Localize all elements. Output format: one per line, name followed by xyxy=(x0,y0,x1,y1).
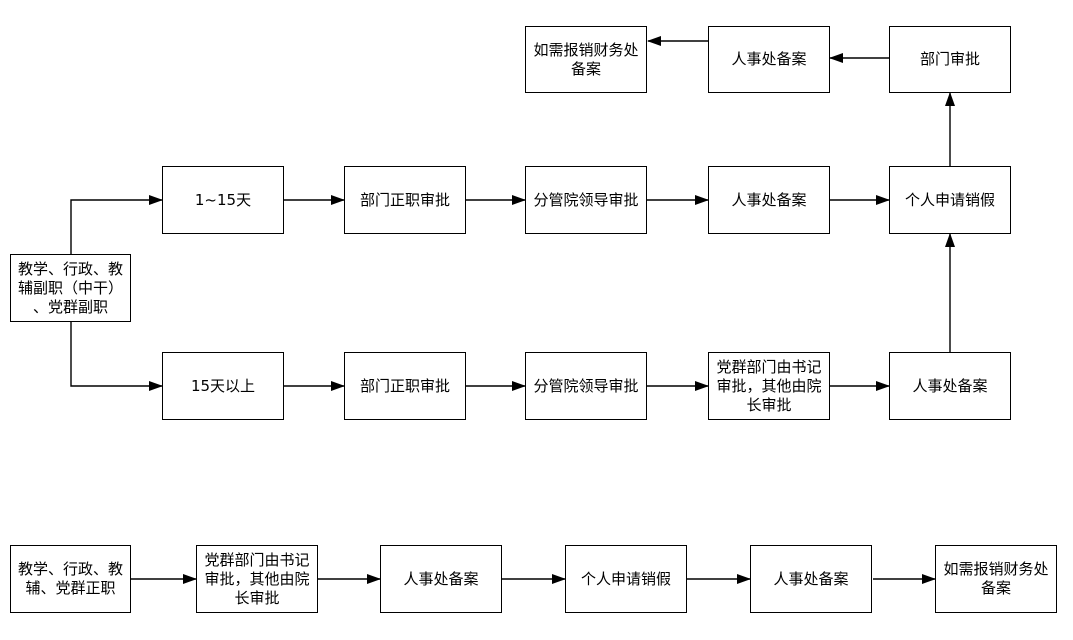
node-top-dept-approval: 部门审批 xyxy=(889,26,1011,93)
node-r2-duration-over-15-days: 15天以上 xyxy=(162,352,284,420)
node-r1-dept-head-approval: 部门正职审批 xyxy=(344,166,466,234)
node-bottom-finance-record: 如需报销财务处 备案 xyxy=(935,545,1057,613)
node-r1-vp-approval: 分管院领导审批 xyxy=(525,166,647,234)
node-r2-dept-head-approval: 部门正职审批 xyxy=(344,352,466,420)
node-bottom-scope-principal: 教学、行政、教 辅、党群正职 xyxy=(10,545,131,613)
node-r1-personal-cancel-leave: 个人申请销假 xyxy=(889,166,1011,234)
node-r2-party-secretary-approval: 党群部门由书记 审批，其他由院 长审批 xyxy=(708,352,830,420)
node-r1-duration-1-15-days: 1~15天 xyxy=(162,166,284,234)
node-top-finance-record: 如需报销财务处 备案 xyxy=(525,26,647,93)
node-r2-hr-record: 人事处备案 xyxy=(889,352,1011,420)
node-bottom-hr-record-1: 人事处备案 xyxy=(380,545,502,613)
node-bottom-party-secretary-approval: 党群部门由书记 审批，其他由院 长审批 xyxy=(196,545,318,613)
flow-arrow xyxy=(70,195,163,254)
node-top-hr-record: 人事处备案 xyxy=(708,26,830,93)
flow-arrow xyxy=(70,322,163,391)
node-r2-vp-approval: 分管院领导审批 xyxy=(525,352,647,420)
node-bottom-hr-record-2: 人事处备案 xyxy=(750,545,872,613)
node-bottom-personal-cancel-leave: 个人申请销假 xyxy=(565,545,687,613)
node-r1-hr-record: 人事处备案 xyxy=(708,166,830,234)
node-scope-deputy: 教学、行政、教 辅副职（中干） 、党群副职 xyxy=(10,254,131,322)
